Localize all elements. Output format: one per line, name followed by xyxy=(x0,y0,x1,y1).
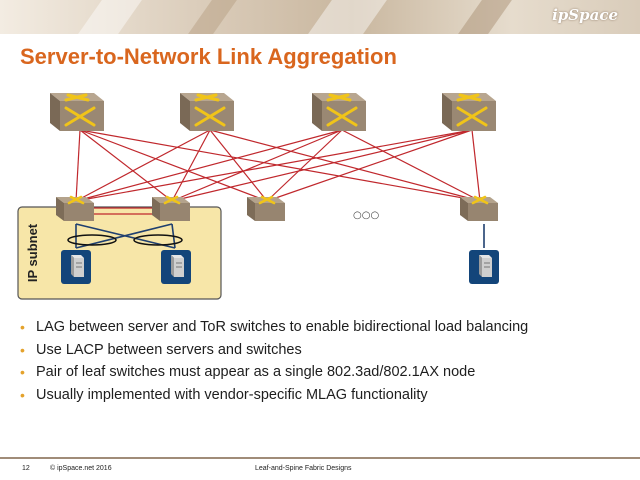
spine-switch xyxy=(440,91,498,133)
spine-switch xyxy=(310,91,368,133)
banner-stripe xyxy=(78,0,142,34)
bullet-text: Use LACP between servers and switches xyxy=(36,341,302,358)
banner-stripe xyxy=(308,0,387,34)
bullet-item: • Usually implemented with vendor-specifi… xyxy=(20,384,528,407)
server-icon xyxy=(468,249,500,285)
bullet-text: LAG between server and ToR switches to e… xyxy=(36,319,529,335)
bullet-text: Pair of leaf switches must appear as a s… xyxy=(36,364,476,380)
more-switches-ellipsis: ○○○ xyxy=(353,210,379,221)
lag-ellipse xyxy=(67,234,117,246)
network-diagram: IP subnet ○○○ xyxy=(17,91,500,300)
bullet-dot-icon: • xyxy=(20,364,25,380)
server-icon xyxy=(60,249,92,285)
bullet-item: • Pair of leaf switches must appear as a … xyxy=(20,361,528,384)
ip-subnet-label: IP subnet xyxy=(25,223,40,282)
course-title: Leaf-and-Spine Fabric Designs xyxy=(255,465,352,472)
spine-switch xyxy=(48,91,106,133)
bullet-dot-icon: • xyxy=(20,319,25,335)
spine-switch xyxy=(178,91,236,133)
banner-stripe xyxy=(458,0,512,34)
page-number: 12 xyxy=(22,465,30,472)
bullet-dot-icon: • xyxy=(20,386,25,403)
leaf-switch xyxy=(54,195,96,223)
server-icon xyxy=(160,249,192,285)
bullet-text: Usually implemented with vendor-specific… xyxy=(36,386,428,403)
bullet-list: • LAG between server and ToR switches to … xyxy=(20,316,528,406)
brand-logo: ipSpace xyxy=(552,6,618,24)
footer-divider xyxy=(0,457,640,459)
fabric-links xyxy=(75,129,481,215)
bullet-item: • LAG between server and ToR switches to … xyxy=(20,316,528,339)
copyright: © ipSpace.net 2016 xyxy=(50,465,112,472)
bullet-item: • Use LACP between servers and switches xyxy=(20,339,528,362)
bullet-dot-icon: • xyxy=(20,341,25,358)
lag-ellipse xyxy=(133,234,183,246)
header-banner: ipSpace xyxy=(0,0,640,34)
leaf-switch xyxy=(245,195,287,223)
leaf-switch xyxy=(150,195,192,223)
leaf-switch xyxy=(458,195,500,223)
banner-stripe xyxy=(188,0,237,34)
page-title: Server-to-Network Link Aggregation xyxy=(20,44,397,69)
